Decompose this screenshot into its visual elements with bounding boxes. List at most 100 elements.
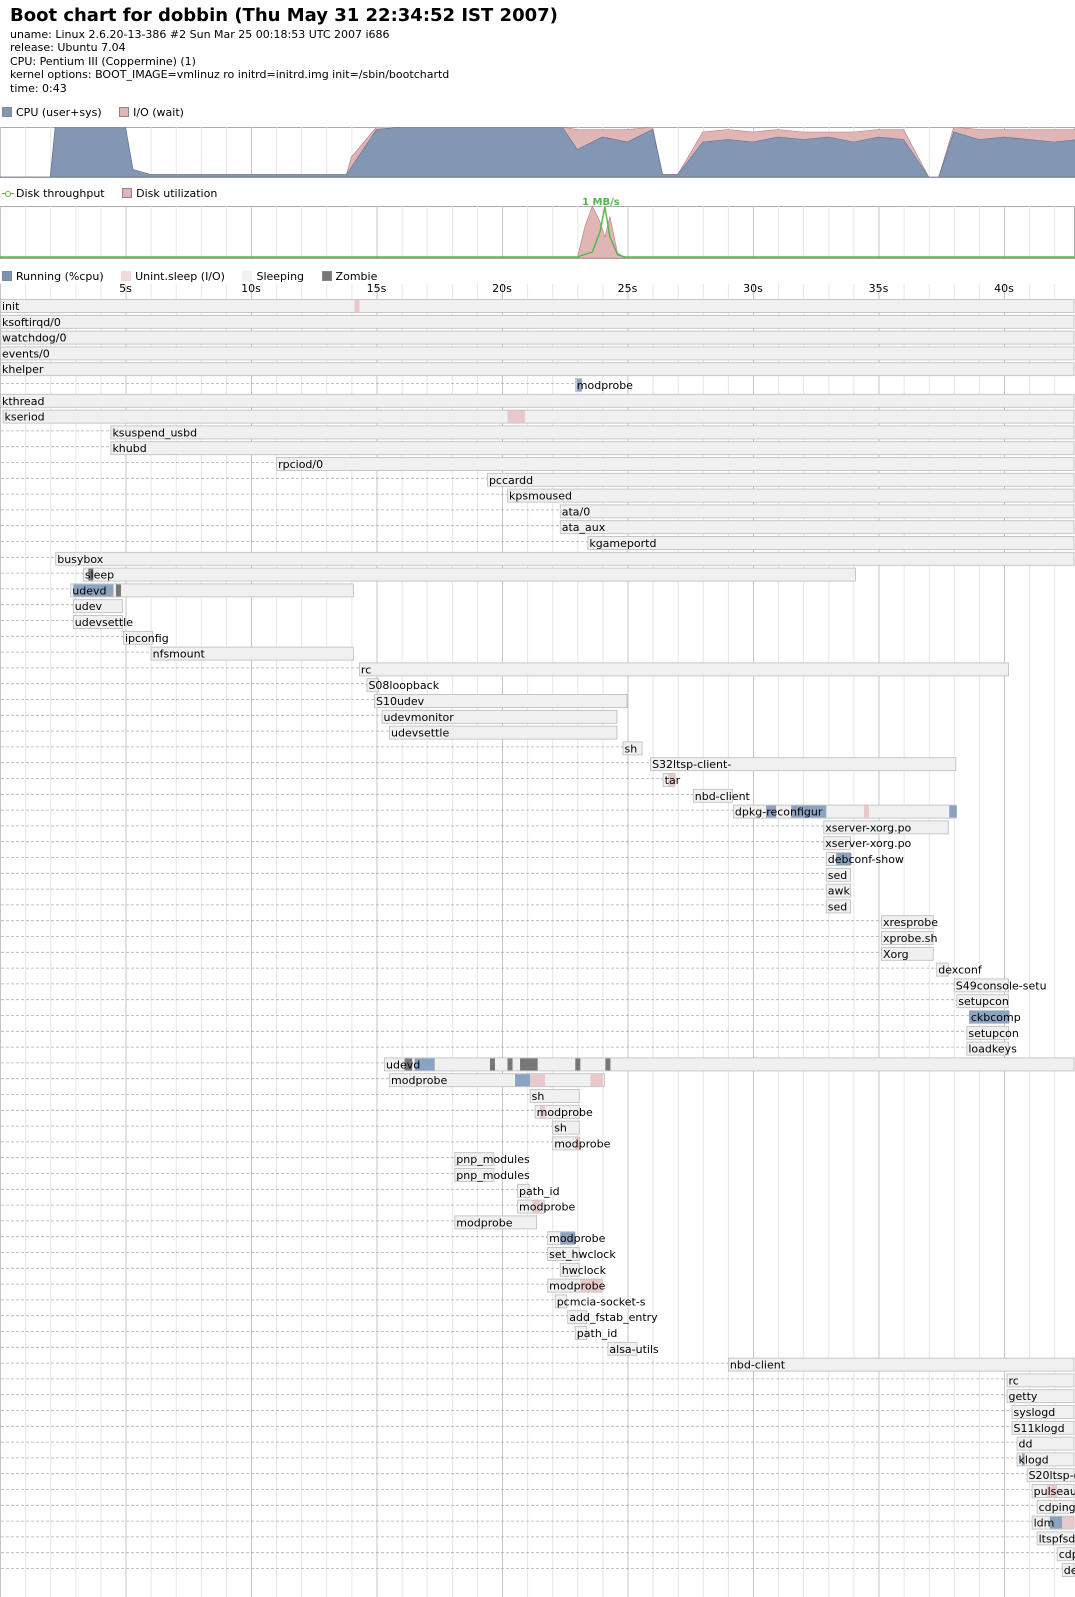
process-label: sh: [624, 742, 637, 755]
tick-label: 30s: [743, 284, 763, 295]
process-bar: [823, 836, 851, 851]
process-label: nfsmount: [153, 648, 206, 661]
process-label: ldm: [1034, 1517, 1055, 1530]
process-cdp: cdp: [1056, 1547, 1075, 1562]
legend-unint: Unint.sleep (I/O): [121, 270, 225, 283]
process-bar: [825, 899, 851, 914]
process-bar: [966, 1025, 1009, 1040]
process-bar: [1006, 1389, 1075, 1404]
process-label: events/0: [2, 347, 50, 360]
chart-title: Boot chart for dobbin (Thu May 31 22:34:…: [10, 5, 558, 26]
parent-link: [1, 383, 575, 385]
process-label: pnp_modules: [456, 1153, 530, 1166]
process-modprobe: modprobe: [454, 1215, 538, 1229]
parent-link: [1, 951, 881, 954]
process-label: khelper: [2, 363, 44, 376]
process-bar: [0, 362, 1075, 377]
process-bar: [384, 1057, 1075, 1072]
process-state-segment: [88, 568, 94, 581]
process-awk: awk: [825, 883, 851, 898]
process-label: udevd: [386, 1058, 420, 1071]
parent-link: [1, 525, 560, 527]
process-label: S08loopback: [368, 679, 439, 692]
process-xprobe-sh: xprobe.sh: [881, 931, 937, 945]
process-modprobe: modprobe: [574, 378, 633, 392]
process-s08loopback: S08loopback: [366, 678, 440, 692]
process-label: sleep: [85, 569, 114, 582]
parent-link: [1, 635, 123, 638]
process-pnp-modules: pnp_modules: [454, 1152, 530, 1167]
process-ata-0: ata/0: [559, 504, 1075, 519]
legend-unint-swatch: [121, 271, 132, 281]
process-label: sed: [828, 900, 847, 913]
parent-link: [1, 683, 367, 685]
process-label: kthread: [2, 395, 44, 408]
legend-running-swatch: [2, 271, 12, 281]
parent-link: [1, 778, 663, 780]
process-pccardd: pccardd: [487, 472, 1075, 487]
tick-label: 20s: [492, 284, 512, 295]
process-label: modprobe: [456, 1216, 512, 1229]
process-label: klogd: [1019, 1453, 1049, 1466]
legend-cpu-label: CPU (user+sys): [16, 106, 102, 119]
process-state-segment: [575, 1137, 581, 1150]
process-bars: initksoftirqd/0watchdog/0events/0khelper…: [0, 299, 1075, 1577]
process-ltspfsd: ltspfsd: [1036, 1531, 1075, 1545]
process-bar: [110, 425, 1075, 440]
process-label: modprobe: [554, 1137, 610, 1150]
process-state-segment: [73, 584, 114, 597]
parent-link: [1, 699, 374, 701]
process-state-segment: [530, 1074, 546, 1087]
cpu-usage-area: [0, 127, 1075, 178]
process-xserver-xorg-po: xserver-xorg.po: [823, 836, 912, 851]
process-bar: [0, 314, 1075, 329]
process-bar: [728, 1357, 1075, 1372]
process-sh: sh: [622, 741, 643, 755]
process-modprobe: modprobe: [552, 1136, 611, 1150]
parent-link: [1, 572, 83, 575]
process-label: xserver-xorg.po: [825, 821, 911, 834]
process-state-segment: [863, 805, 869, 818]
parent-link: [1, 967, 937, 970]
parent-link: [1, 1062, 384, 1064]
process-s10udev: S10udev: [374, 694, 628, 708]
process-label: ksoftirqd/0: [2, 316, 61, 329]
process-modprobe: modprobe: [547, 1231, 606, 1245]
process-s11klogd: S11klogd: [1011, 1420, 1075, 1435]
info-time: time: 0:43: [10, 81, 67, 95]
process-bar: [454, 1152, 495, 1167]
process-label: path_id: [519, 1185, 560, 1198]
process-sh: sh: [552, 1120, 580, 1135]
process-getty: getty: [1006, 1389, 1075, 1404]
process-label: hwclock: [562, 1264, 607, 1277]
process-bar: [1056, 1547, 1075, 1562]
process-bar: [381, 709, 618, 724]
process-state-segment: [605, 1058, 611, 1071]
process-label: modprobe: [549, 1232, 605, 1245]
process-bar: [487, 472, 1075, 487]
process-bar: [517, 1183, 530, 1198]
process-bar: [607, 1341, 638, 1356]
process-udevsettle: udevsettle: [389, 725, 618, 740]
process-state-segment: [575, 1058, 581, 1071]
parent-link: [1, 604, 73, 606]
parent-link: [1, 809, 733, 812]
process-udev: udev: [72, 599, 123, 613]
process-events-0: events/0: [0, 346, 1075, 360]
legend-sleeping-label: Sleeping: [256, 270, 305, 283]
parent-link: [1, 1378, 1007, 1380]
process-bar: [881, 931, 934, 945]
parent-link: [1, 493, 507, 496]
process-state-segment: [532, 1200, 541, 1213]
process-dexconf: dexconf: [936, 962, 983, 977]
disk-utilization-area: [0, 205, 1075, 259]
process-bar: [72, 615, 123, 629]
parent-link: [1, 509, 560, 511]
parent-link: [1, 1457, 1017, 1459]
process-bar: [587, 536, 1075, 550]
process-khubd: khubd: [110, 441, 1075, 455]
process-bar: [1036, 1499, 1075, 1514]
process-state-segment: [580, 1279, 603, 1292]
process-bar: [559, 504, 1075, 519]
process-pulseaud: pulseaud: [1031, 1484, 1075, 1498]
